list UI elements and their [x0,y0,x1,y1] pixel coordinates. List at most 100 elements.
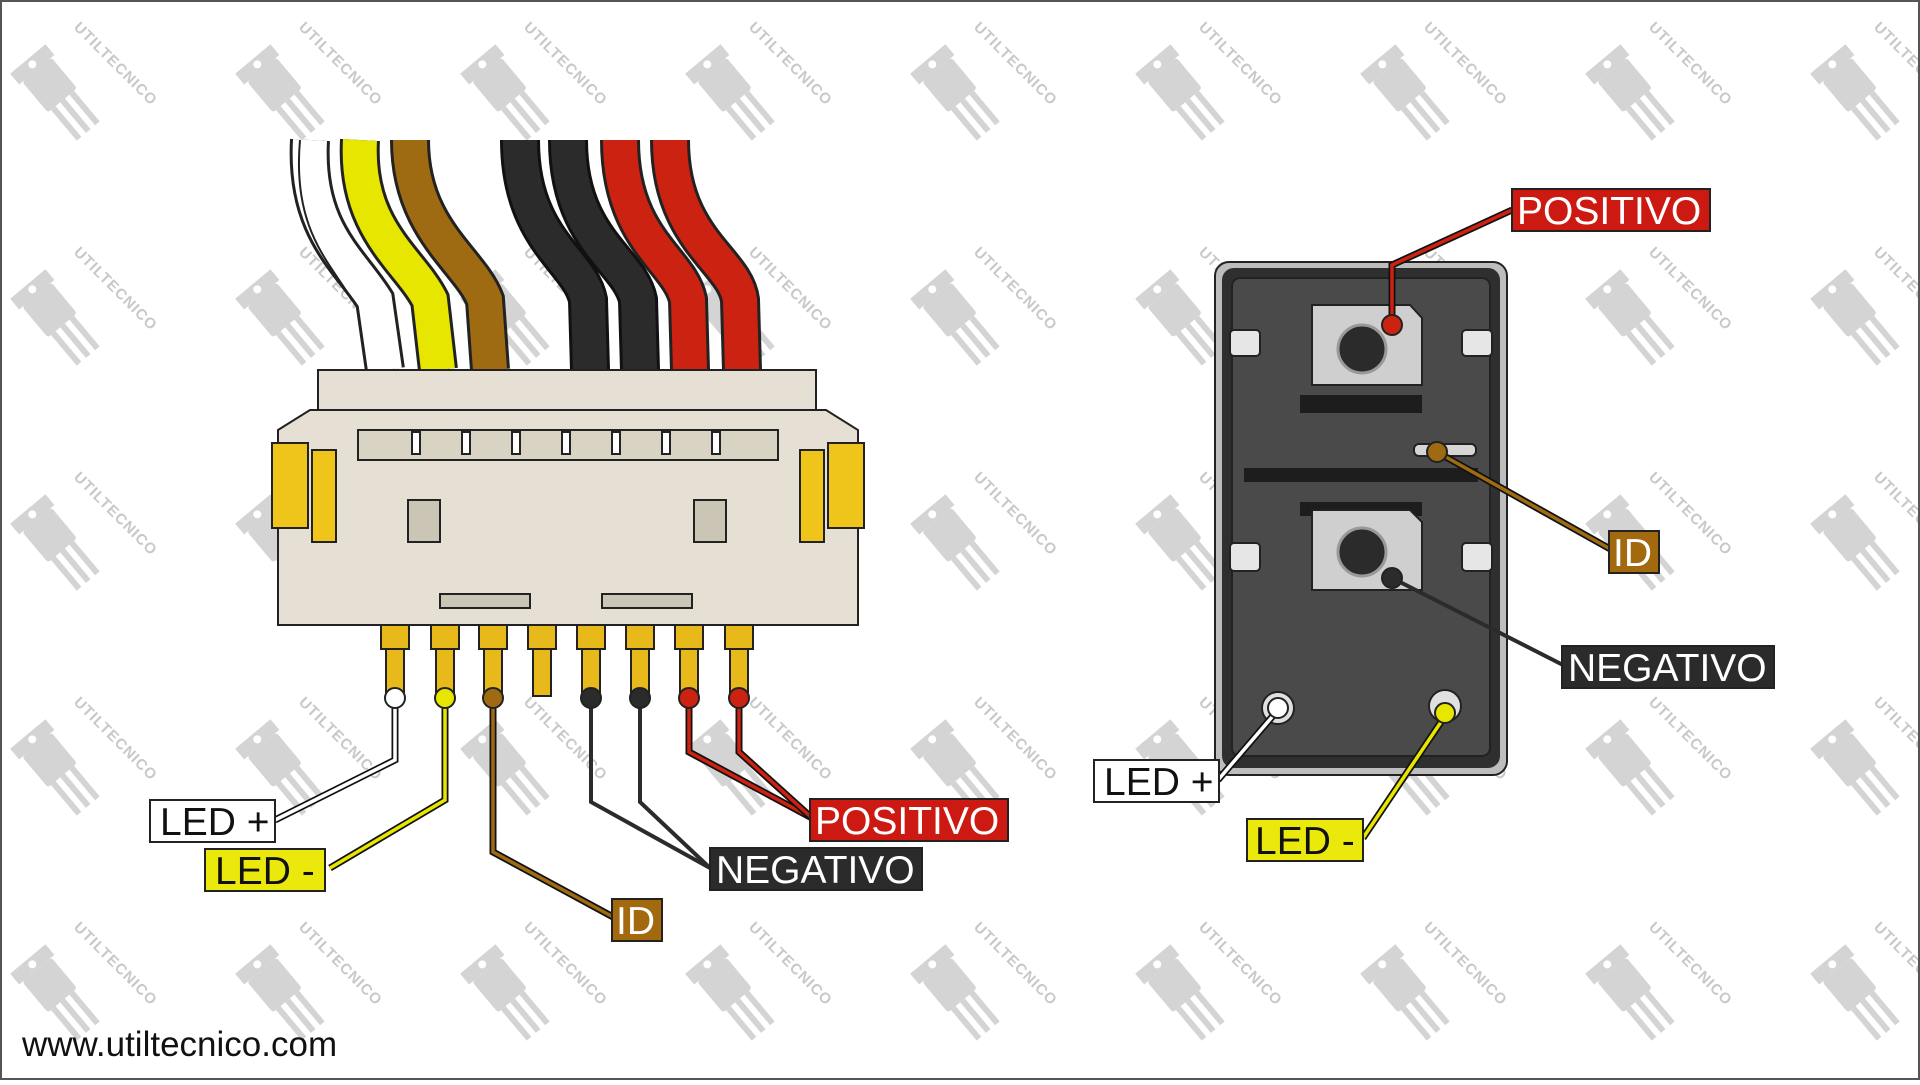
connector-positivo-text: POSITIVO [815,800,999,843]
watermark-tile: UTILTECNICO [910,19,1060,146]
switch-positivo-dot [1381,314,1403,336]
housing-window-left [407,499,441,543]
watermark-text: UTILTECNICO [70,244,160,334]
watermark-text: UTILTECNICO [1420,19,1510,109]
switch-negativo-text: NEGATIVO [1568,647,1767,690]
watermark-text: UTILTECNICO [70,19,160,109]
led-minus-pin-dot [434,687,456,709]
black-wire-2 [551,139,657,371]
watermark-tile: UTILTECNICO [1810,919,1920,1046]
positivo-pin-dot-1 [678,687,700,709]
positivo-pin-dot-2 [728,687,750,709]
watermark-text: UTILTECNICO [1195,919,1285,1009]
watermark-text: UTILTECNICO [1645,919,1735,1009]
red-wire-1 [603,139,707,371]
latch-right [799,442,865,543]
connector-id-text: ID [616,900,655,943]
switch-side-tabs [1229,329,1493,572]
watermark-text: UTILTECNICO [745,919,835,1009]
watermark-text: UTILTECNICO [970,469,1060,559]
switch-led-plus-dot [1267,697,1289,719]
watermark-tile: UTILTECNICO [1360,919,1510,1046]
negativo-pin-dot-2 [629,687,651,709]
watermark-text: UTILTECNICO [970,694,1060,784]
watermark-text: UTILTECNICO [1645,244,1735,334]
switch-led-minus-text: LED - [1255,820,1355,863]
switch-leaders [1215,206,1614,840]
watermark-tile: UTILTECNICO [685,19,835,146]
latch-left [271,442,337,543]
led-plus-pin-dot [384,687,406,709]
red-wire-2 [653,139,759,371]
watermark-tile: UTILTECNICO [1585,469,1735,596]
watermark-tile: UTILTECNICO [1810,244,1920,371]
switch-led-minus-dot [1434,702,1456,724]
watermark-tile: UTILTECNICO [1810,469,1920,596]
connector-group: LED + LED - ID NEGATIVO POSITIVO [149,138,1009,943]
pin-led-plus [380,624,410,693]
connector-label-id: ID [611,898,663,943]
watermark-tile: UTILTECNICO [10,694,160,821]
watermark-text: UTILTECNICO [520,19,610,109]
housing-window-right [693,499,727,543]
pin-unused [527,624,557,697]
watermark-tile: UTILTECNICO [1585,919,1735,1046]
switch-positivo-text: POSITIVO [1517,190,1701,233]
switch-label-positivo: POSITIVO [1511,188,1711,233]
connector-label-positivo: POSITIVO [809,798,1009,843]
pin-led-minus [430,624,460,693]
watermark-tile: UTILTECNICO [1135,919,1285,1046]
watermark-tile: UTILTECNICO [10,469,160,596]
switch-id-dot [1426,441,1448,463]
pin-negativo-1 [576,624,606,693]
watermark-tile: UTILTECNICO [235,19,385,146]
switch-id-text: ID [1613,532,1652,575]
watermark-text: UTILTECNICO [745,19,835,109]
connector-pins [380,624,754,697]
switch-group: POSITIVO ID NEGATIVO LED + LED - [1093,188,1775,863]
watermark-tile: UTILTECNICO [910,244,1060,371]
brown-wire-bundle [393,139,507,372]
watermark-text: UTILTECNICO [70,919,160,1009]
connector-negativo-text: NEGATIVO [716,849,915,892]
watermark-tile: UTILTECNICO [460,19,610,146]
watermark-tile: UTILTECNICO [460,919,610,1046]
watermark-tile: UTILTECNICO [1585,244,1735,371]
wire-bundle [289,138,762,373]
black-wire-1 [503,139,607,371]
watermark-text: UTILTECNICO [1645,19,1735,109]
switch-label-led-plus: LED + [1093,759,1220,804]
switch-label-negativo: NEGATIVO [1561,645,1775,690]
watermark-text: UTILTECNICO [1195,19,1285,109]
connector-led-plus-text: LED + [160,801,269,844]
watermark-tile: UTILTECNICO [460,694,610,821]
watermark-tile: UTILTECNICO [685,919,835,1046]
watermark-text: UTILTECNICO [295,919,385,1009]
pin-negativo-2 [625,624,655,693]
watermark-text: UTILTECNICO [970,244,1060,334]
pin-positivo-2 [724,624,754,693]
watermark-text: UTILTECNICO [70,694,160,784]
negativo-pin-dot-1 [580,687,602,709]
white-wire-bundle [292,139,402,373]
switch-label-id: ID [1608,530,1660,575]
watermark-tile: UTILTECNICO [10,19,160,146]
switch-led-plus-text: LED + [1104,761,1213,804]
watermark-text: UTILTECNICO [1420,919,1510,1009]
watermark-text: UTILTECNICO [970,919,1060,1009]
watermark-tile: UTILTECNICO [1360,19,1510,146]
connector-led-minus-text: LED - [215,850,315,893]
watermark-tile: UTILTECNICO [910,469,1060,596]
watermark-text: UTILTECNICO [1645,694,1735,784]
connector-housing [277,409,859,626]
switch-negativo-dot [1381,567,1403,589]
watermark-text: UTILTECNICO [520,694,610,784]
watermark-text: UTILTECNICO [520,919,610,1009]
watermark-text: UTILTECNICO [70,469,160,559]
website-url: www.utiltecnico.com [21,1025,337,1064]
pin-positivo-1 [674,624,704,693]
watermark-tile: UTILTECNICO [1810,694,1920,821]
connector-label-negativo: NEGATIVO [709,847,923,892]
